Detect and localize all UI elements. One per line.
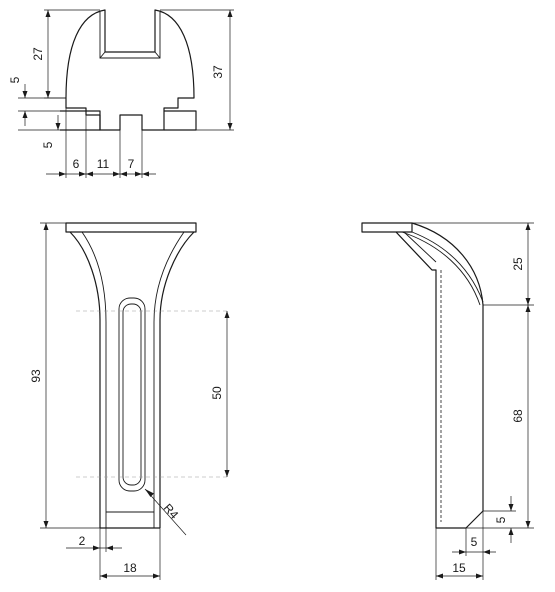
radius-label: R4 xyxy=(161,501,182,522)
side-view-top-plate xyxy=(361,222,413,233)
dim-chamfer-h5-label: 5 xyxy=(471,535,478,549)
dim-7-label: 7 xyxy=(128,157,135,171)
dim-37-label: 37 xyxy=(211,65,225,79)
dim-5-upper-label: 5 xyxy=(8,76,22,83)
front-view-slot xyxy=(118,297,146,492)
side-view-profile xyxy=(395,222,484,529)
top-view-left-tab xyxy=(60,110,101,131)
dim-50-label: 50 xyxy=(210,386,224,400)
front-view-top-plate xyxy=(65,222,197,233)
front-view-left-flank xyxy=(69,231,101,528)
front-view-right-flank xyxy=(159,231,195,528)
front-view: 93 50 R4 2 18 xyxy=(29,222,230,580)
dim-chamfer-v5-label: 5 xyxy=(494,516,508,523)
side-view: 25 68 5 5 15 xyxy=(361,222,534,580)
dim-25-label: 25 xyxy=(511,257,525,271)
top-view-right-tab xyxy=(164,110,197,131)
dim-18-label: 18 xyxy=(123,561,137,575)
top-view-outline xyxy=(65,9,195,131)
dim-11-label: 11 xyxy=(97,157,110,171)
top-view: 27 37 5 5 6 11 7 xyxy=(8,9,234,178)
dim-6-label: 6 xyxy=(73,157,80,171)
dim-27-label: 27 xyxy=(31,47,45,61)
dim-68-label: 68 xyxy=(511,409,525,423)
dim-15-label: 15 xyxy=(452,561,466,575)
dim-93-label: 93 xyxy=(29,369,43,383)
dim-5-lower-label: 5 xyxy=(41,141,55,148)
dim-2-label: 2 xyxy=(79,534,86,548)
top-view-slot xyxy=(99,12,161,59)
